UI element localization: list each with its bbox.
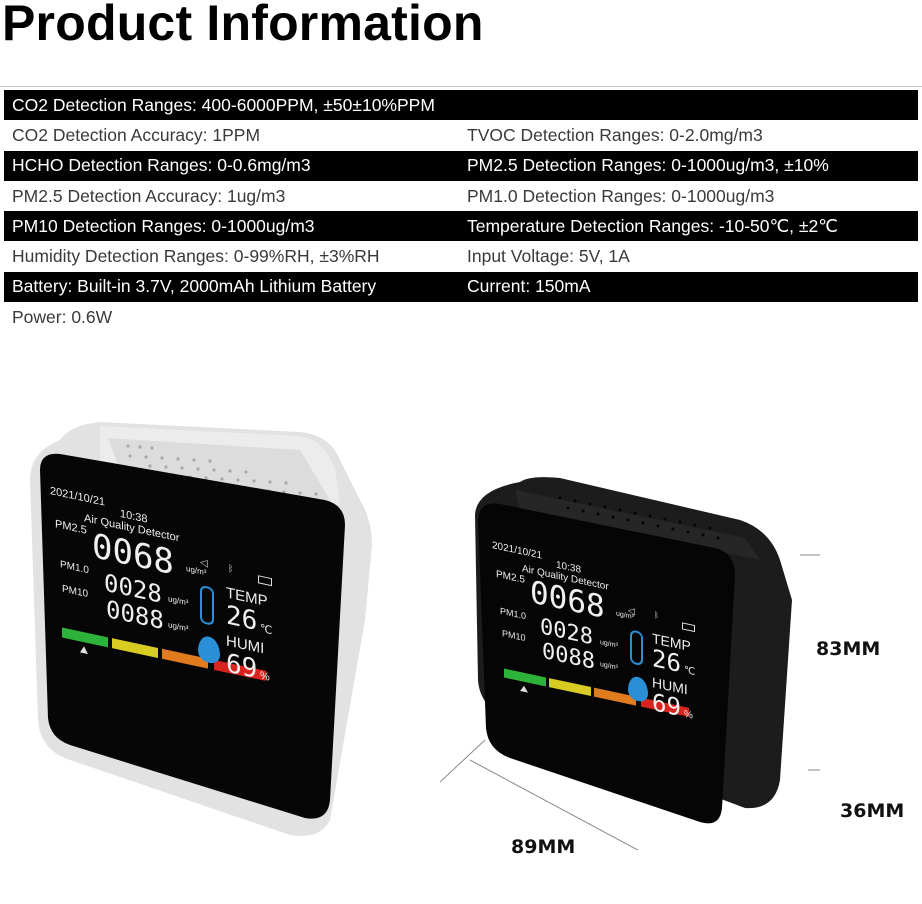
screen-pm10-unit: ug/m³ [168,620,189,634]
spec-current: Current: 150mA [467,276,591,297]
aqi-bar-yellow [112,638,158,658]
aqi-bar-green [504,668,546,687]
screen-pm10-label: PM10 [62,583,89,601]
screen-pm10-unit: ug/m³ [600,660,618,672]
screen-pm1-unit: ug/m³ [168,594,189,608]
spec-pm1-range: PM1.0 Detection Ranges: 0-1000ug/m3 [467,185,775,206]
spec-row: Battery: Built-in 3.7V, 2000mAh Lithium … [4,271,918,303]
spec-power: Power: 0.6W [12,306,113,327]
bluetooth-icon: ᛒ [228,562,234,574]
screen-humi-value: 69 [652,688,681,723]
spec-input-voltage: Input Voltage: 5V, 1A [467,246,630,267]
aqi-bar-yellow [549,678,591,697]
black-device-screen: 2021/10/21 10:38 Air Quality Detector PM… [492,540,712,817]
screen-pm25-label: PM2.5 [496,568,525,586]
spec-row: CO2 Detection Ranges: 400-6000PPM, ±50±1… [4,90,918,121]
spec-row: Humidity Detection Ranges: 0-99%RH, ±3%R… [4,241,918,272]
spec-co2-range: CO2 Detection Ranges: 400-6000PPM, ±50±1… [12,94,435,115]
spec-battery: Battery: Built-in 3.7V, 2000mAh Lithium … [12,276,377,297]
speaker-icon: ◁ [628,604,635,617]
screen-pm1-label: PM1.0 [60,559,89,577]
spec-tvoc-range: TVOC Detection Ranges: 0-2.0mg/m3 [467,124,763,145]
spec-table: CO2 Detection Ranges: 400-6000PPM, ±50±1… [4,90,918,333]
page-title: Product Information [2,0,484,51]
screen-temp-value: 26 [226,600,258,638]
black-device-image [440,477,820,850]
speaker-icon: ◁ [200,556,208,570]
spec-humidity-range: Humidity Detection Ranges: 0-99%RH, ±3%R… [12,246,380,267]
screen-humi-value: 69 [226,648,258,686]
spec-row: CO2 Detection Accuracy: 1PPM TVOC Detect… [4,120,918,151]
screen-pm25-label: PM2.5 [55,518,87,537]
screen-humi-unit: % [260,669,270,684]
white-device-image [30,422,372,836]
aqi-indicator-icon [80,645,88,655]
spec-pm25-accuracy: PM2.5 Detection Accuracy: 1ug/m3 [12,185,286,206]
thermometer-icon [630,629,643,667]
spec-row: Power: 0.6W [4,302,918,333]
spec-co2-accuracy: CO2 Detection Accuracy: 1PPM [12,124,261,145]
screen-temp-value: 26 [652,644,681,679]
spec-row: HCHO Detection Ranges: 0-0.6mg/m3 PM2.5 … [4,150,918,181]
dimension-width-label: 89MM [511,836,576,858]
spec-pm10-range: PM10 Detection Ranges: 0-1000ug/m3 [12,215,315,236]
battery-icon [258,575,272,587]
spec-pm25-range: PM2.5 Detection Ranges: 0-1000ug/m3, ±10… [467,155,829,176]
spec-row: PM10 Detection Ranges: 0-1000ug/m3 Tempe… [4,211,918,242]
spec-row: PM2.5 Detection Accuracy: 1ug/m3 PM1.0 D… [4,180,918,212]
dimension-depth-label: 36MM [840,800,905,822]
aqi-indicator-icon [520,684,528,693]
screen-humi-unit: % [684,708,693,722]
white-device-screen: 2021/10/21 10:38 Air Quality Detector PM… [50,485,290,796]
dimension-height-label: 83MM [816,638,881,660]
screen-pm1-label: PM1.0 [500,605,527,622]
battery-icon [682,622,695,633]
screen-pm1-unit: ug/m³ [600,638,618,650]
divider [0,86,922,87]
bluetooth-icon: ᛒ [654,610,659,621]
screen-pm10-label: PM10 [502,628,526,644]
spec-temperature-range: Temperature Detection Ranges: -10-50℃, ±… [467,215,838,236]
aqi-bar-green [62,627,108,648]
screen-temp-unit: ℃ [260,622,273,638]
spec-hcho-range: HCHO Detection Ranges: 0-0.6mg/m3 [12,155,311,176]
screen-temp-unit: ℃ [684,664,696,679]
thermometer-icon [200,584,214,626]
